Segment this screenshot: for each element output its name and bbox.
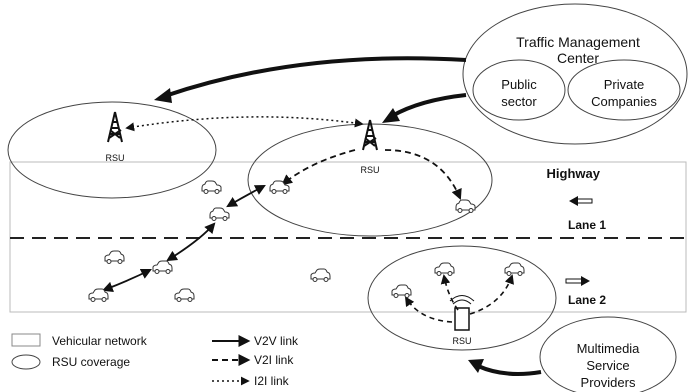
legend-i2i-label: I2I link (254, 374, 290, 388)
tmc-to-center-rsu-arrow (391, 93, 467, 118)
legend-vehicular-network-swatch (11, 333, 41, 347)
highway-label: Highway (547, 166, 601, 181)
lane2-direction-arrow (565, 276, 590, 286)
tmc-title-line1: Traffic Management (516, 34, 640, 50)
multimedia-to-rsu-arrowhead (468, 359, 484, 373)
rsu-label-left: RSU (105, 153, 124, 163)
tmc-to-left-rsu-arrowhead (154, 88, 172, 103)
lane1-label: Lane 1 (568, 218, 606, 232)
v2v-link-1 (101, 269, 152, 292)
v2i-link-right-2 (440, 274, 459, 311)
private-companies-line2: Companies (591, 94, 657, 109)
rsu-tower-left (107, 111, 123, 143)
v2v-link-2 (166, 222, 216, 262)
rsu-coverage-right (367, 245, 557, 351)
private-companies-line1: Private (604, 77, 644, 92)
v2i-link-center-right (384, 149, 462, 200)
rsu-label-center: RSU (360, 165, 379, 175)
rsu-coverage-left (7, 101, 217, 199)
multimedia-line3: Providers (581, 375, 636, 390)
public-sector-line1: Public (501, 77, 537, 92)
lane1-direction-arrow (569, 196, 593, 206)
legend-v2i-label: V2I link (254, 353, 294, 367)
i2i-link (125, 116, 364, 132)
legend-rsu-coverage-label: RSU coverage (52, 355, 130, 369)
public-sector-ellipse (472, 59, 566, 121)
public-sector-line2: sector (501, 94, 537, 109)
multimedia-line1: Multimedia (577, 341, 641, 356)
multimedia-ellipse (539, 316, 677, 392)
tmc-to-center-rsu-arrowhead (382, 108, 400, 123)
lane2-label: Lane 2 (568, 293, 606, 307)
v2i-link-right-3 (469, 274, 514, 315)
tmc-to-left-rsu-arrow (164, 56, 467, 98)
v2i-link-right-1 (404, 296, 453, 323)
tmc-title-line2: Center (557, 50, 599, 66)
legend-rsu-coverage-swatch (11, 354, 41, 370)
multimedia-to-rsu-arrow (477, 364, 542, 376)
v2i-link-center-left (281, 149, 356, 186)
legend-vehicular-network-label: Vehicular network (52, 334, 148, 348)
rsu-label-right: RSU (452, 336, 471, 346)
multimedia-line2: Service (586, 358, 629, 373)
v2v-link-3 (226, 184, 266, 208)
private-companies-ellipse (567, 59, 681, 121)
legend-v2v-label: V2V link (254, 334, 299, 348)
